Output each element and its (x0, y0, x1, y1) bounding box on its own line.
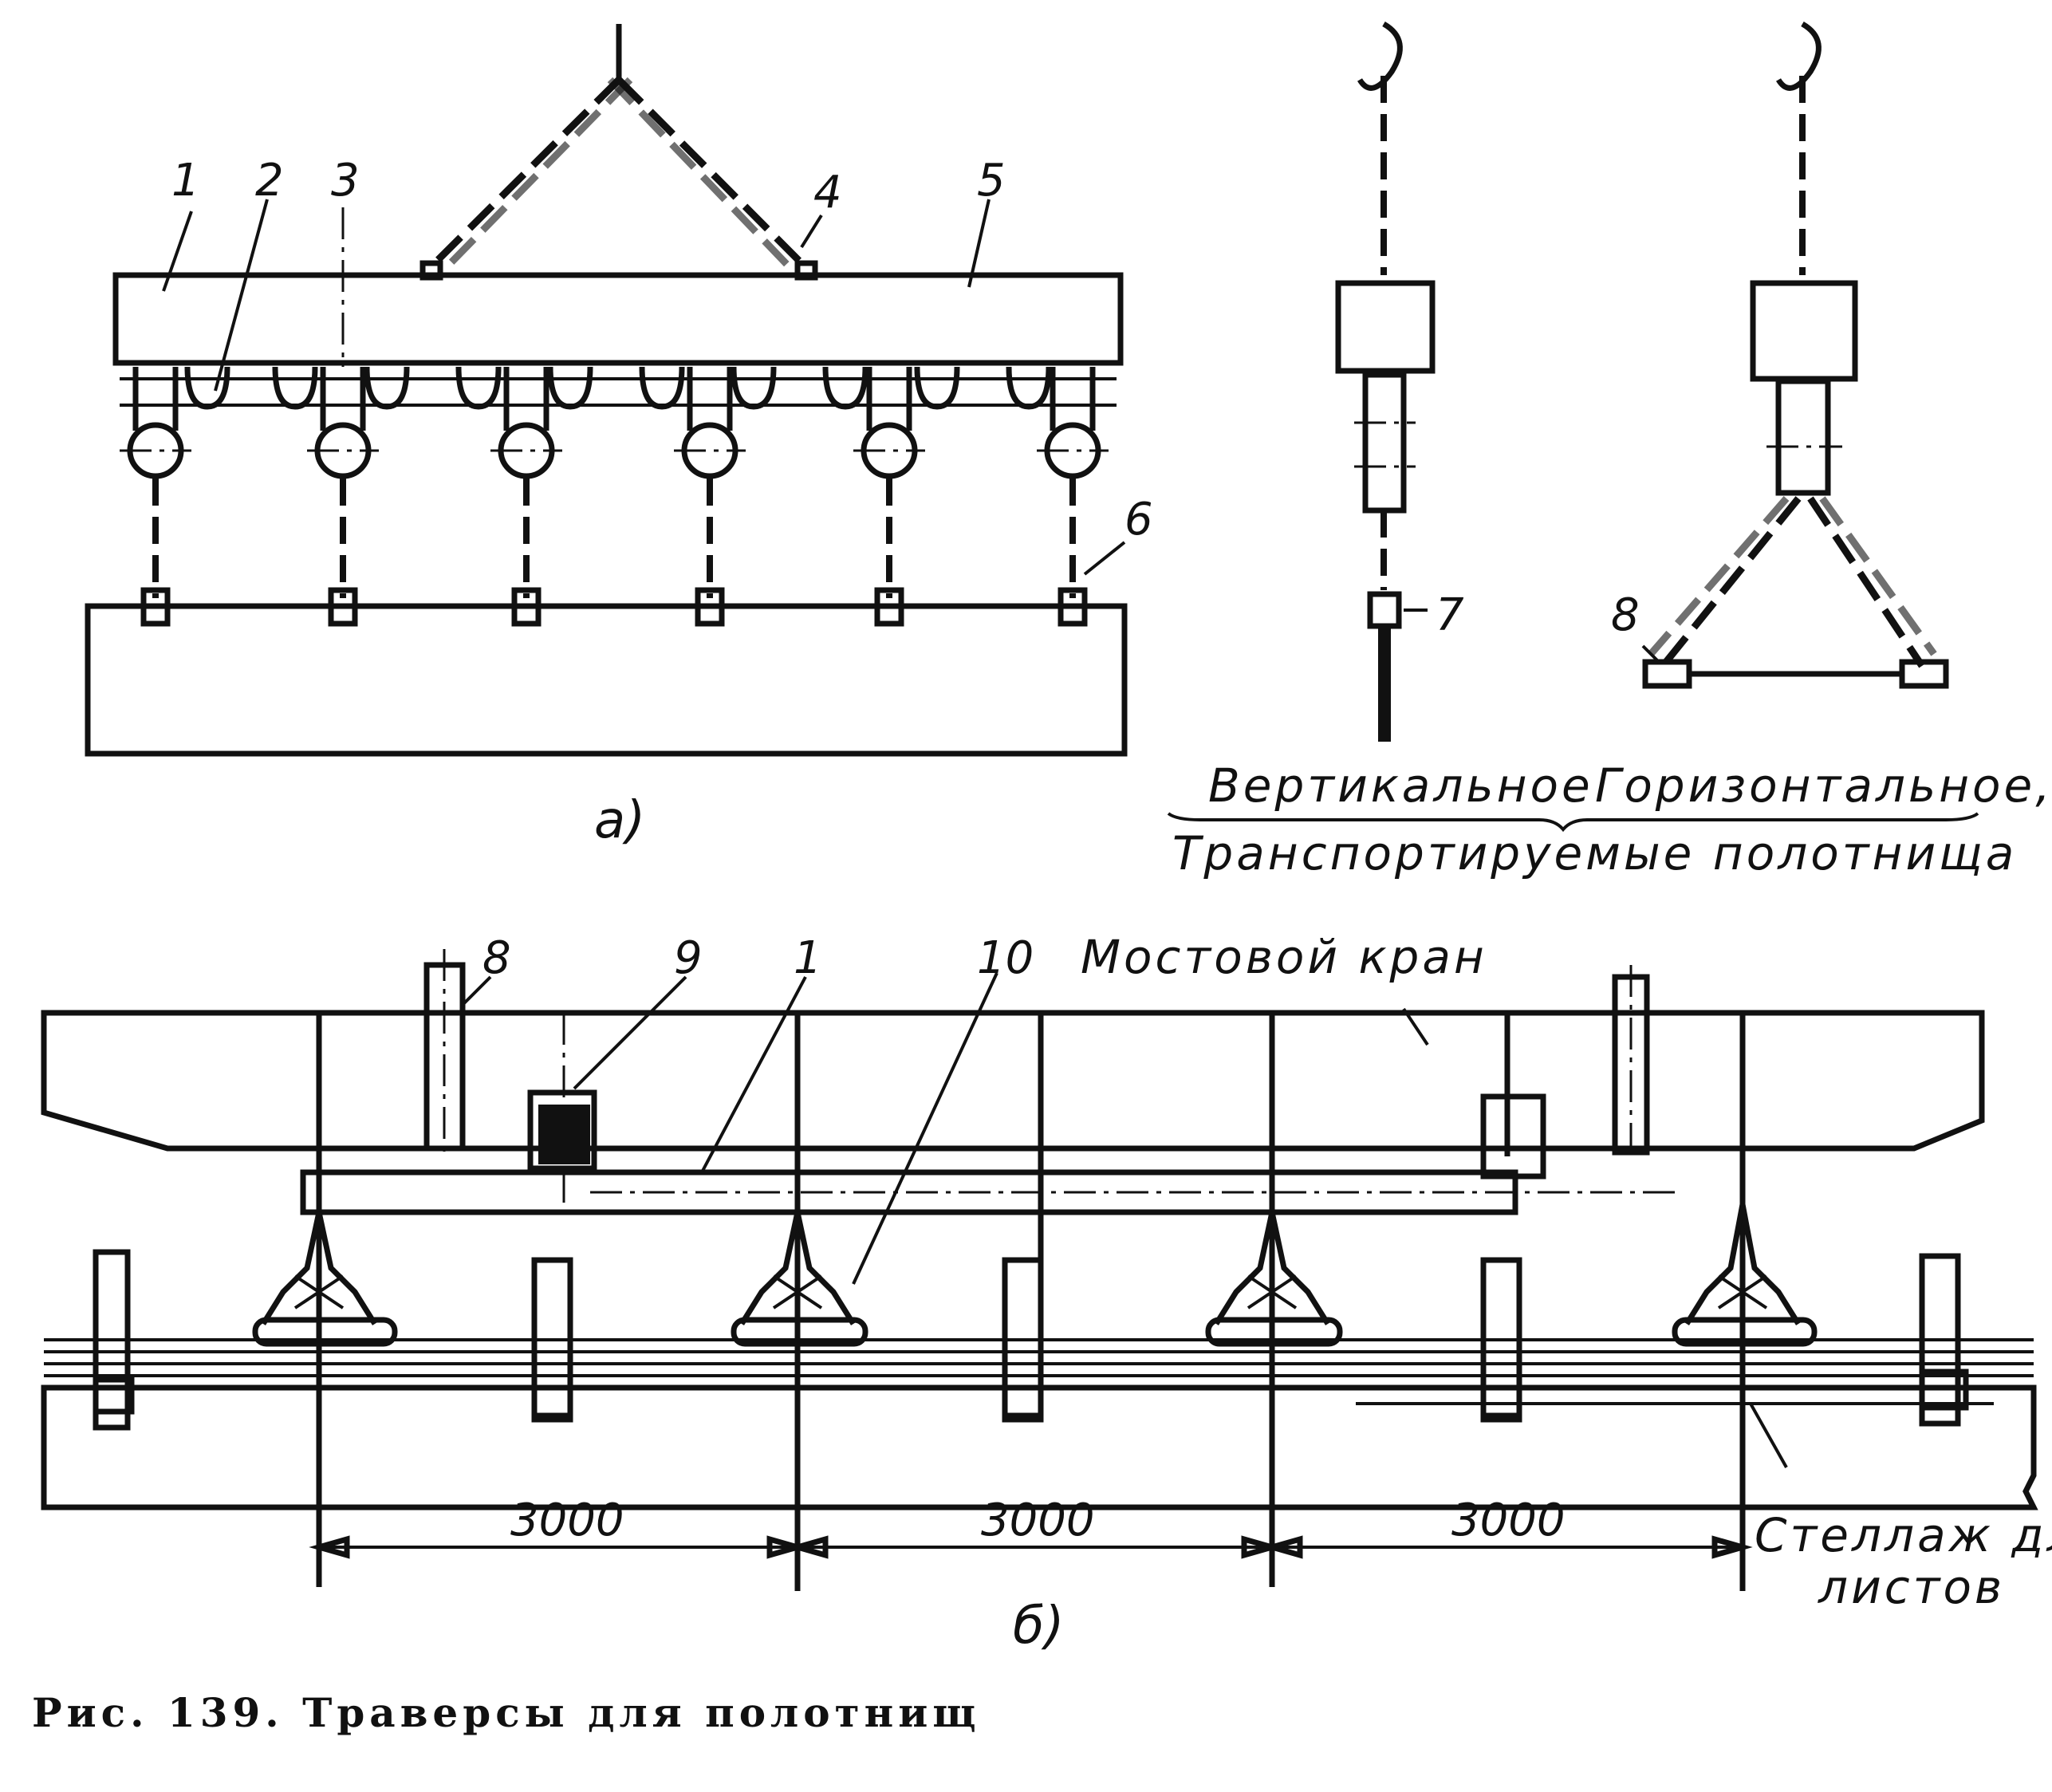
label-crane: Мостовой кран (1081, 930, 1487, 984)
caption-vertical: Вертикальное (1208, 758, 1593, 813)
dimension-1: 3000 (510, 1495, 624, 1546)
label-3-a: 3 (331, 155, 360, 207)
label-6-a: 6 (1124, 494, 1153, 545)
vertical-transport (1335, 21, 1436, 742)
sheet-rack (41, 1384, 2038, 1510)
label-8-a: 8 (1611, 589, 1640, 641)
label-7: 7 (1436, 589, 1464, 641)
sublabel-a: а) (594, 791, 645, 850)
label-5-a: 5 (977, 155, 1006, 207)
label-8-b: 8 (482, 932, 511, 984)
label-1-b: 1 (794, 932, 822, 984)
roller-row (184, 366, 1052, 410)
label-rack-2: листов (1818, 1560, 2005, 1614)
traverse-beam (112, 272, 1124, 366)
bridge-crane (41, 1010, 1985, 1152)
caption-brace (1167, 812, 1979, 833)
part-b-crane (41, 949, 2038, 1591)
dimension-2: 3000 (981, 1495, 1095, 1546)
label-4-a: 4 (813, 167, 842, 219)
caption-transported: Транспортируемые полотнища (1172, 826, 2017, 880)
figure-title: Рис. 139. Траверсы для полотнищ (32, 1689, 980, 1736)
part-a-traverse (85, 24, 1128, 757)
horizontal-transport (1641, 21, 1949, 689)
sublabel-b: б) (1013, 1597, 1064, 1656)
label-1-a: 1 (171, 155, 200, 207)
label-2-a: 2 (255, 155, 284, 207)
label-9: 9 (674, 932, 703, 984)
caption-horizontal: Горизонтальное, (1595, 758, 2052, 813)
magnet-row (252, 1203, 1818, 1347)
label-10: 10 (977, 932, 1034, 984)
label-rack-1: Стеллаж для (1755, 1508, 2052, 1562)
steel-sheet (85, 603, 1128, 757)
dimension-3: 3000 (1451, 1495, 1566, 1546)
